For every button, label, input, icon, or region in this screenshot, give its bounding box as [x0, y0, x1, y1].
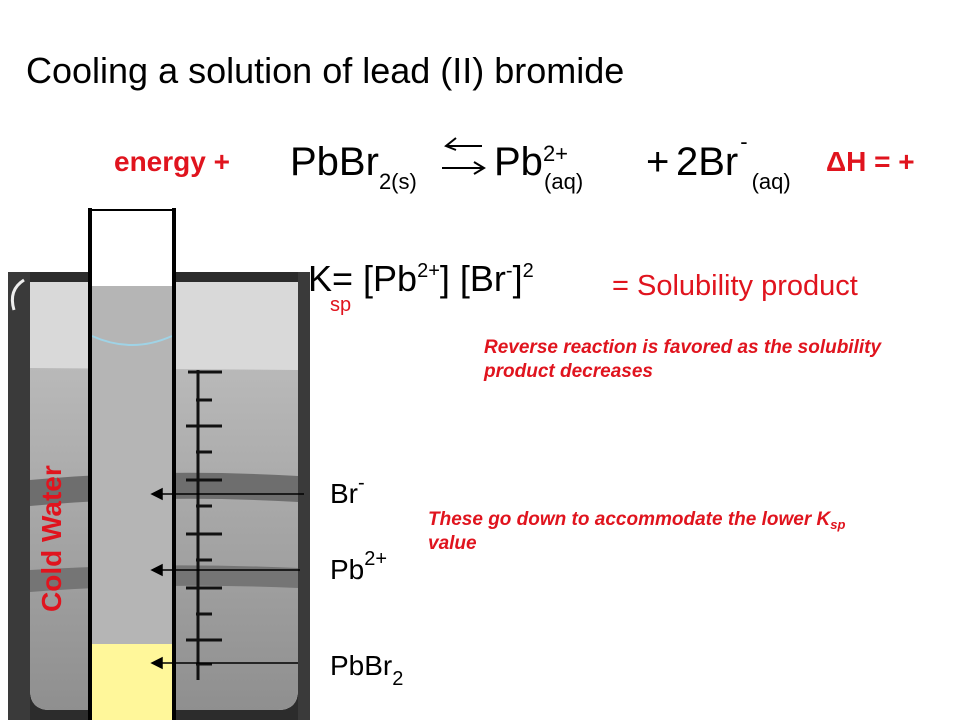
product-lead-ion: Pb2+(aq) — [494, 140, 584, 194]
lead-bromide-label: PbBr2 — [330, 650, 404, 690]
ksp-lowering-note: These go down to accommodate the lower K… — [428, 509, 846, 554]
ksp-subscript: sp — [330, 294, 352, 316]
ksp-expression: K= [Pb2+] [Br-]2 — [308, 258, 534, 299]
lead-charge: 2+ — [542, 141, 569, 166]
slide-title: Cooling a solution of lead (II) bromide — [26, 50, 625, 91]
product-bromide-ion: 2Br-(aq) — [676, 129, 791, 194]
solubility-product-label: = Solubility product — [612, 270, 858, 302]
plus-sign: + — [646, 140, 670, 184]
energy-term: energy + — [114, 146, 230, 177]
reactant-subscript: 2(s) — [378, 169, 417, 194]
lead-state: (aq) — [544, 169, 584, 194]
enthalpy-change: ΔH = + — [826, 146, 915, 177]
lead-ion-label: Pb2+ — [330, 548, 388, 585]
equilibrium-arrows-icon — [442, 137, 486, 175]
precipitate-layer — [88, 644, 176, 720]
bromide-ion-label: Br- — [330, 472, 365, 509]
bromide-state: (aq) — [751, 169, 791, 194]
reverse-reaction-note: Reverse reaction is favored as the solub… — [484, 337, 882, 382]
bromide-charge: - — [740, 129, 748, 154]
beaker-illustration — [8, 208, 310, 720]
reactant-formula: PbBr2(s) — [290, 140, 417, 194]
test-tube — [88, 208, 176, 720]
